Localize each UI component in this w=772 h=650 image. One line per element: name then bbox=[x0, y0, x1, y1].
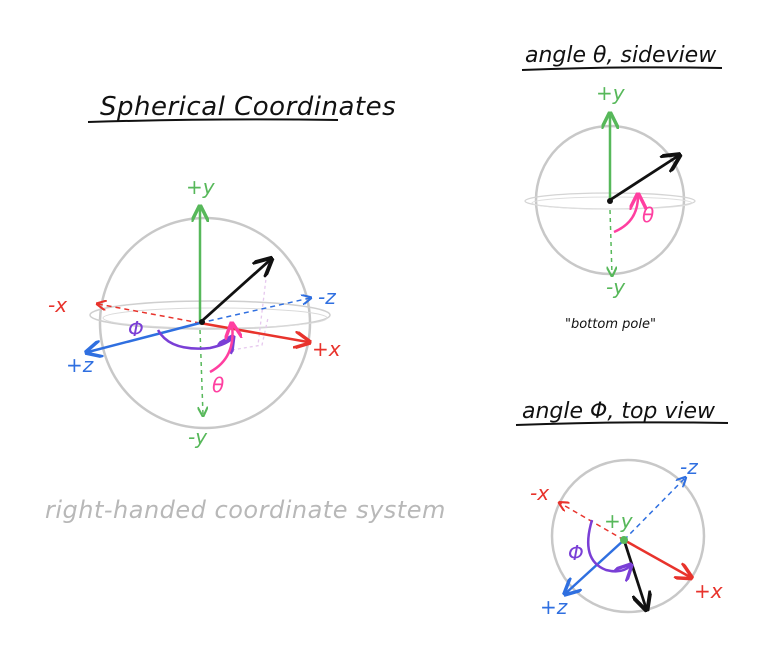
side-vector bbox=[609, 156, 678, 202]
theta-arc bbox=[209, 325, 233, 374]
side-label-theta: θ bbox=[642, 203, 654, 227]
top-title-underline bbox=[515, 421, 729, 426]
label-theta: θ bbox=[212, 373, 224, 397]
side-theta-arc bbox=[613, 196, 638, 234]
top-pos-x-axis bbox=[623, 538, 690, 577]
main-equator bbox=[89, 300, 331, 330]
top-view-diagram: angle Φ, top view -x -z +y Φ +z +x bbox=[515, 399, 729, 619]
caption: right-handed coordinate system bbox=[45, 496, 446, 524]
top-label-neg-x: -x bbox=[530, 481, 549, 505]
label-pos-z: +z bbox=[66, 353, 94, 377]
label-pos-y: +y bbox=[186, 175, 216, 199]
top-label-pos-x: +x bbox=[694, 579, 723, 603]
top-neg-z-axis bbox=[623, 478, 685, 541]
direction-vector bbox=[202, 260, 270, 322]
top-label-neg-z: -z bbox=[680, 455, 698, 479]
origin-dot bbox=[199, 319, 205, 325]
pos-z-axis bbox=[88, 321, 201, 352]
label-phi: Φ bbox=[128, 317, 144, 341]
pos-x-axis bbox=[199, 321, 308, 342]
label-neg-z: -z bbox=[318, 285, 336, 309]
side-origin-dot bbox=[607, 198, 613, 204]
side-label-pos-y: +y bbox=[596, 81, 626, 105]
top-label-pos-z: +z bbox=[540, 595, 568, 619]
side-neg-y-axis bbox=[610, 209, 612, 275]
label-pos-x: +x bbox=[312, 337, 341, 361]
top-label-pos-y: +y bbox=[604, 509, 634, 533]
side-title-underline bbox=[521, 66, 723, 71]
top-label-phi: Φ bbox=[568, 541, 584, 565]
label-neg-x: -x bbox=[48, 293, 67, 317]
top-pos-z-axis bbox=[566, 539, 625, 593]
side-label-neg-y: -y bbox=[606, 275, 626, 299]
top-sphere bbox=[550, 458, 706, 614]
side-title: angle θ, sideview bbox=[525, 43, 717, 68]
title-underline bbox=[87, 118, 339, 123]
neg-y-axis bbox=[200, 329, 203, 415]
side-view-diagram: angle θ, sideview +y -y θ "bottom pole" bbox=[521, 43, 723, 332]
main-diagram: Spherical Coordinates +y -y -x +x +z -z … bbox=[45, 92, 446, 524]
neg-z-axis bbox=[199, 298, 310, 324]
top-origin-dot bbox=[620, 536, 628, 544]
top-title: angle Φ, top view bbox=[522, 399, 716, 424]
side-note: "bottom pole" bbox=[565, 317, 656, 332]
main-title: Spherical Coordinates bbox=[100, 92, 396, 122]
top-phi-arc bbox=[587, 519, 630, 571]
label-neg-y: -y bbox=[188, 425, 208, 449]
projection-guides bbox=[231, 261, 269, 351]
side-equator-2 bbox=[531, 196, 693, 210]
phi-arc bbox=[156, 329, 232, 349]
